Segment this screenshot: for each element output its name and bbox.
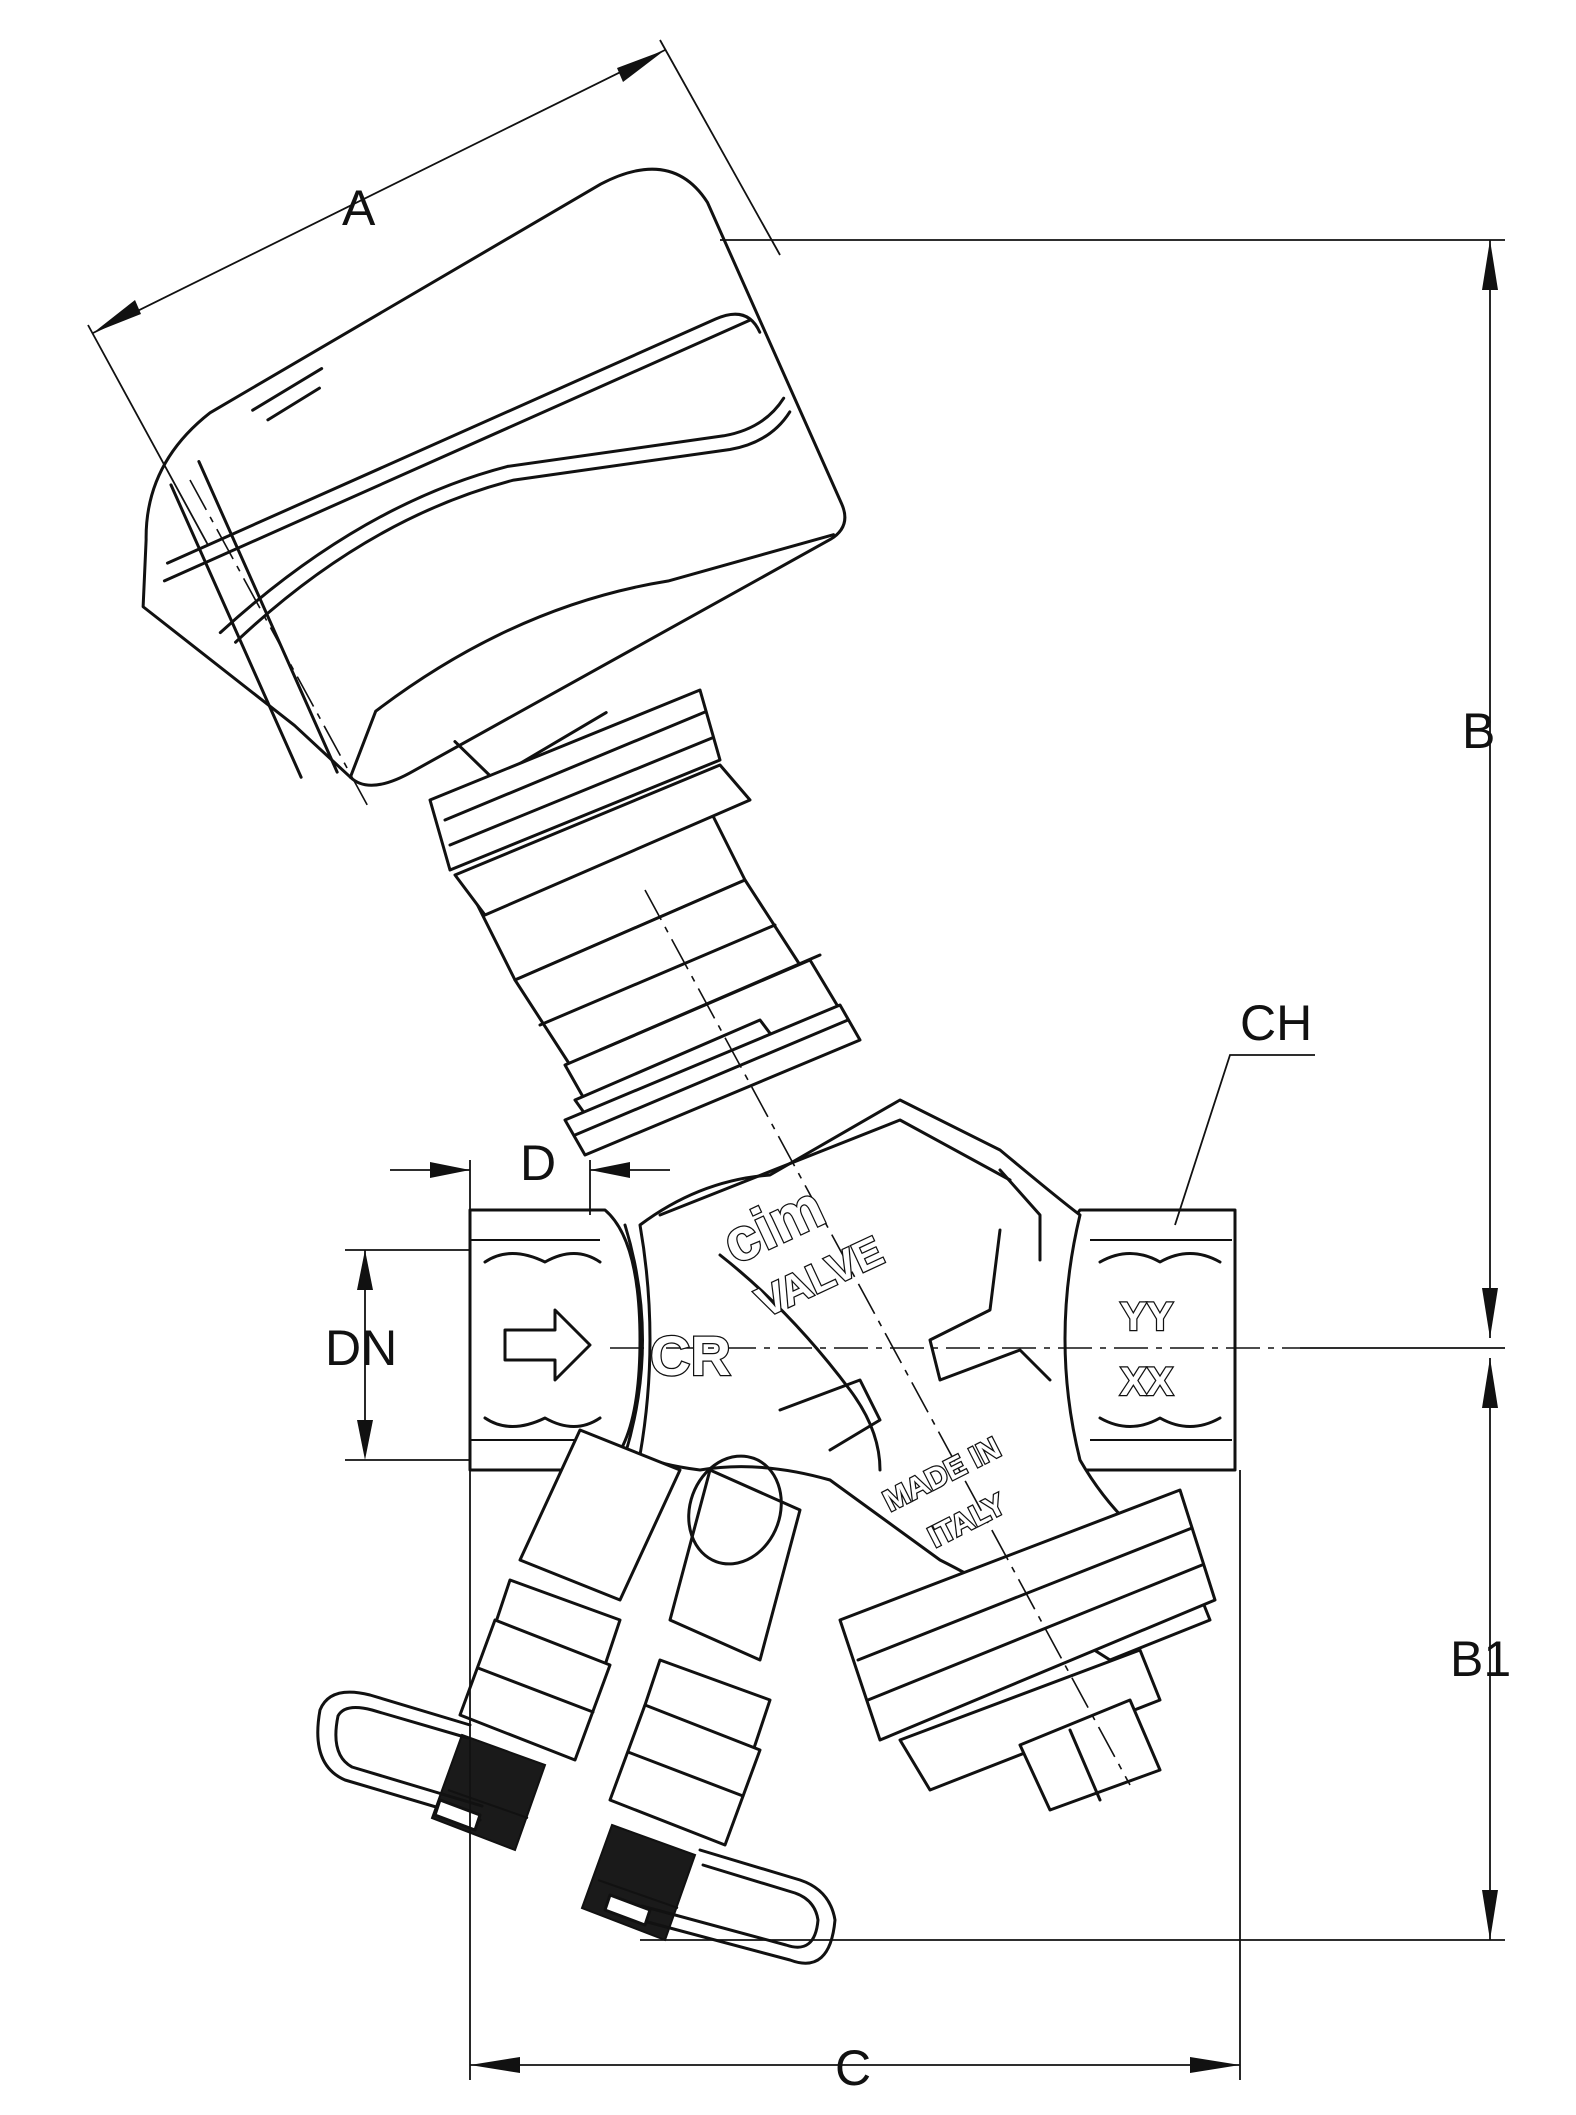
stem-assembly: [428, 688, 862, 1157]
dim-label-a: A: [342, 180, 376, 236]
valve-body: [468, 1098, 1237, 1812]
center-lines: [189, 479, 1300, 1786]
dim-label-b: B: [1462, 703, 1495, 759]
flow-arrow-icon: [503, 1308, 592, 1382]
dimension-lines: [87, 39, 1505, 2080]
dim-label-ch: CH: [1240, 995, 1312, 1051]
dim-label-b1: B1: [1450, 1631, 1511, 1687]
actuator: [141, 167, 847, 787]
size-code-yy: YY: [1120, 1295, 1174, 1339]
test-points: [316, 1428, 837, 1965]
maker-mark: CR: [650, 1324, 731, 1387]
dim-label-dn: DN: [325, 1320, 397, 1376]
dim-label-d: D: [520, 1135, 556, 1191]
dim-label-c: C: [835, 2040, 871, 2096]
size-code-xx: XX: [1120, 1360, 1174, 1404]
